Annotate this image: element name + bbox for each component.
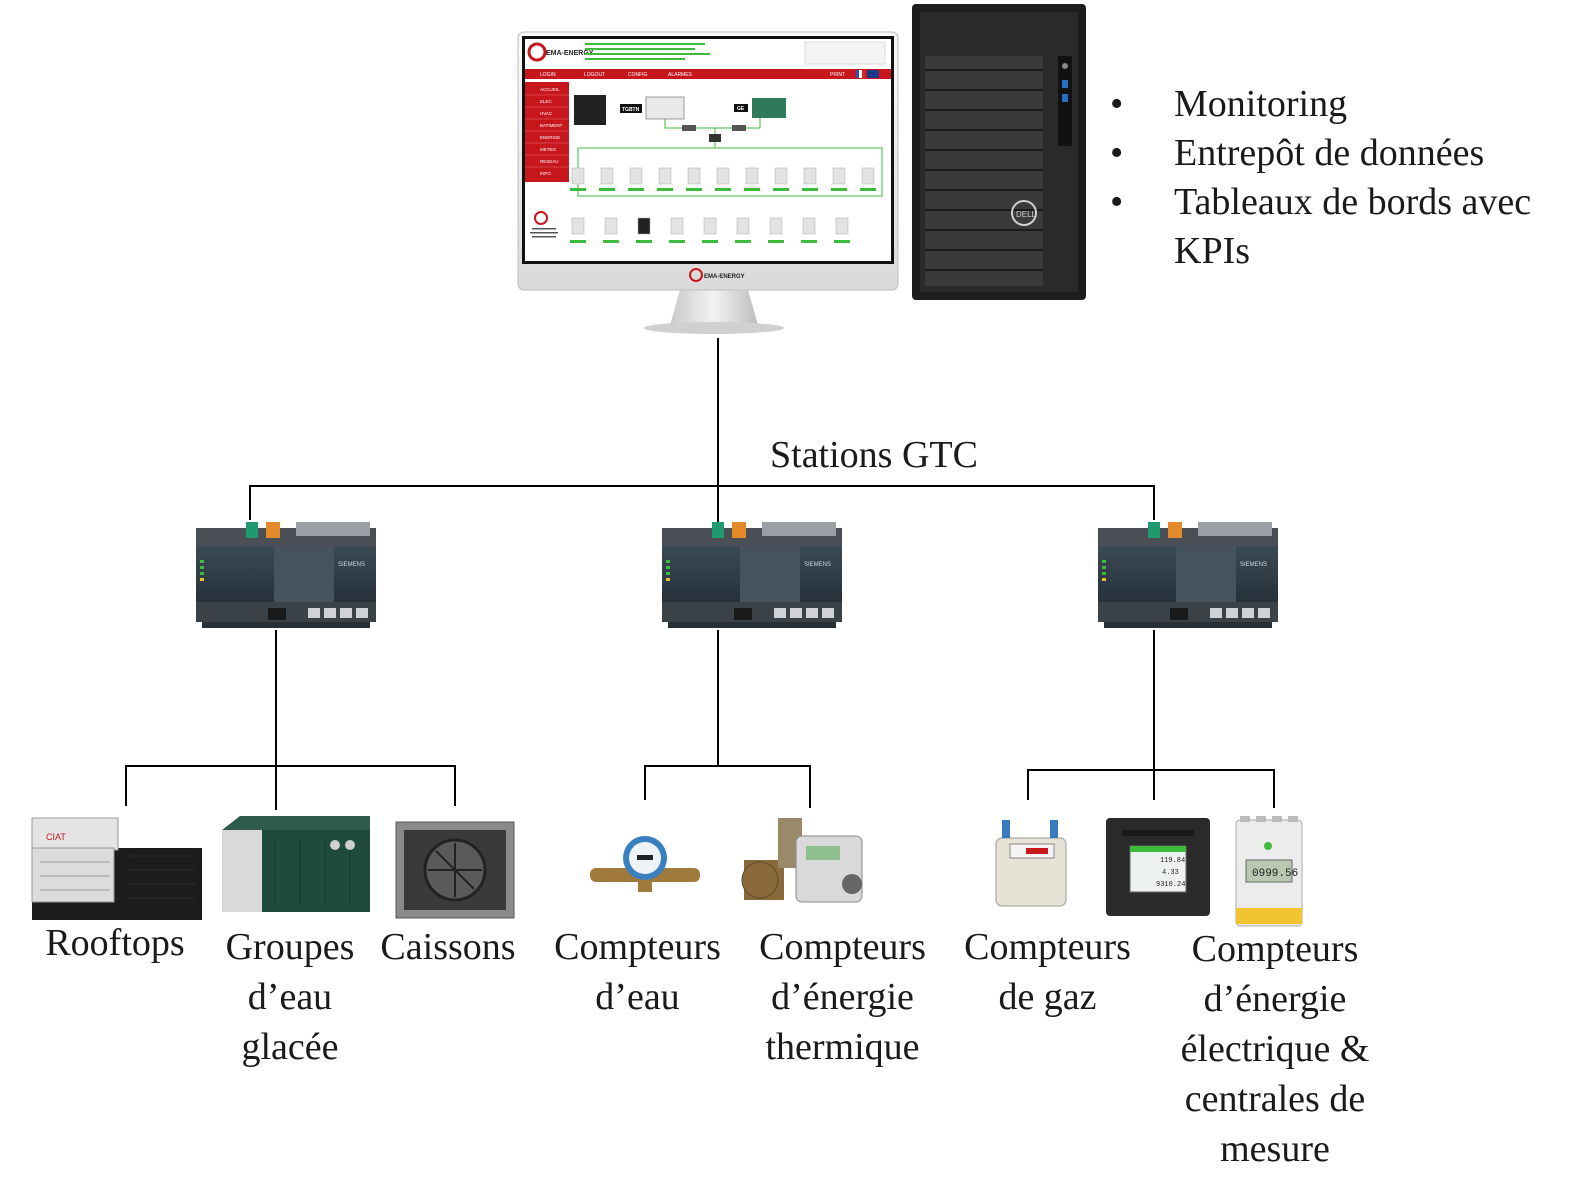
bullet-icon: • [1110, 132, 1124, 174]
svg-text:ACCUEIL: ACCUEIL [540, 87, 560, 92]
group-1-bus-line [125, 765, 456, 806]
svg-text:ELEC: ELEC [540, 99, 553, 104]
water-meter-image [590, 836, 700, 892]
screen-breakers [571, 167, 875, 235]
svg-text:BATIMENT: BATIMENT [540, 123, 563, 128]
controllers-group: SIEMENS SIEMENS SIEMENS [196, 522, 1278, 628]
svg-text:PRINT: PRINT [830, 72, 845, 78]
svg-text:ENERGIE: ENERGIE [540, 135, 560, 140]
rooftop-unit-image: CIAT [31, 817, 202, 920]
svg-text:LOGIN: LOGIN [540, 72, 556, 78]
group-3-bus-line [1027, 769, 1275, 808]
svg-text:CIAT: CIAT [46, 832, 66, 842]
connector-lines [125, 338, 1275, 810]
controller-3: SIEMENS [1098, 522, 1278, 628]
controller-2: SIEMENS [662, 522, 842, 628]
feature-item: •Monitoring [1110, 80, 1534, 129]
svg-text:HVAC: HVAC [540, 111, 553, 116]
screen-brand: EMA-ENERGY [546, 50, 594, 57]
desktop-tower: DELL [912, 4, 1086, 300]
svg-text:INFO: INFO [540, 171, 551, 176]
svg-text:RESEAU: RESEAU [540, 159, 559, 164]
equipment-label-rooftops: Rooftops [45, 922, 185, 964]
bullet-icon: • [1110, 83, 1124, 125]
svg-text:9310.24: 9310.24 [1156, 881, 1185, 889]
dell-logo-icon: DELL [1016, 210, 1037, 219]
svg-text:LOGOUT: LOGOUT [584, 72, 605, 78]
feature-item: •Entrepôt de données [1110, 129, 1534, 178]
controller-brand-label: SIEMENS [1240, 562, 1267, 568]
screen-node-ge: GE [737, 106, 745, 112]
monitor-bezel-brand: EMA-ENERGY [704, 274, 745, 280]
screen-top-menu [525, 69, 891, 79]
svg-text:METEO: METEO [540, 147, 557, 152]
feature-item: •Tableaux de bords avec KPIs [1110, 178, 1534, 276]
stations-gtc-label: Stations GTC [770, 434, 978, 476]
air-handling-box-image [395, 821, 515, 919]
controller-brand-label: SIEMENS [804, 562, 831, 568]
svg-text:0999.56: 0999.56 [1252, 868, 1298, 880]
controller-bus-line [249, 485, 1155, 520]
controller-1: SIEMENS [196, 522, 376, 628]
bullet-icon: • [1110, 181, 1124, 223]
feature-list: •Monitoring •Entrepôt de données •Tablea… [1110, 80, 1534, 276]
svg-text:ALARMES: ALARMES [668, 72, 693, 78]
screen-node-tgbtn: TGBTN [622, 107, 640, 113]
equipment-label-caissons: Caissons [380, 926, 516, 968]
chiller-unit-image [222, 816, 370, 912]
gas-meter-image [995, 820, 1067, 907]
controller-brand-label: SIEMENS [338, 562, 365, 568]
screen-side-menu: ACCUEIL ELEC HVAC BATIMENT ENERGIE METEO RESE… [525, 82, 569, 238]
thermal-energy-meter-image [741, 818, 863, 903]
svg-text:119.84: 119.84 [1160, 857, 1185, 865]
svg-text:CONFIG: CONFIG [628, 72, 648, 78]
svg-text:4.33: 4.33 [1162, 869, 1179, 877]
group-2-bus-line [644, 765, 811, 808]
din-energy-meter-image: 0999.56 [1235, 816, 1303, 927]
power-meter-image: 119.84 4.33 9310.24 [1106, 818, 1210, 916]
monitor: EMA-ENERGY LOGIN LOGOUT CONFIG ALARMES PRINT… [517, 31, 899, 334]
